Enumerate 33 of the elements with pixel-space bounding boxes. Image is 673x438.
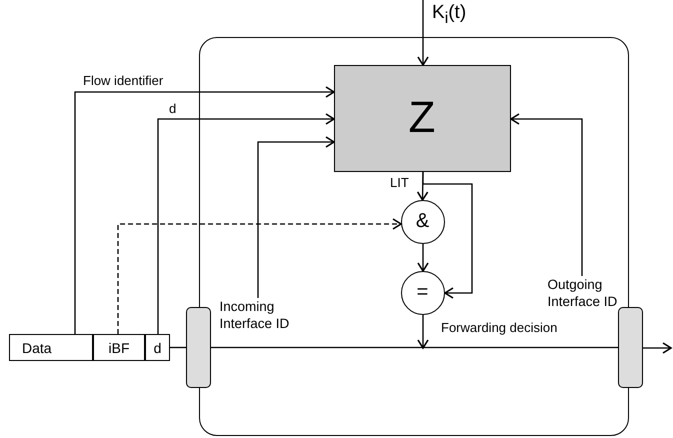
node-text: d [154, 340, 162, 356]
edge-label: Forwarding decision [440, 321, 558, 334]
operator-circle [400, 270, 444, 314]
node-text: Z [408, 93, 436, 143]
edge-label: Flow identifier [82, 74, 164, 87]
function-box [334, 64, 510, 172]
arrow [157, 113, 335, 334]
arrow [257, 136, 335, 298]
connector-line [211, 346, 618, 348]
arrow [510, 113, 583, 276]
packet-field [93, 334, 145, 361]
interface-port [186, 307, 211, 388]
connector-line [170, 346, 186, 348]
packet-field [145, 334, 170, 361]
node-text: & [416, 210, 430, 233]
arrow [417, 315, 429, 349]
node-text: = [416, 281, 428, 304]
node-text: Data [22, 340, 52, 356]
arrow [422, 172, 473, 299]
arrow [417, 244, 429, 272]
interface-port [618, 307, 643, 388]
router-frame [199, 37, 629, 436]
arrow [74, 86, 335, 334]
arrow [117, 218, 402, 334]
arrow [417, 0, 429, 66]
packet-field [9, 334, 93, 361]
arrow [643, 342, 672, 354]
edge-label: d [168, 102, 178, 115]
interface-label: Incoming Interface ID [220, 298, 290, 332]
interface-label: Outgoing Interface ID [548, 276, 618, 310]
node-text: iBF [108, 340, 130, 356]
edge-label: LIT [389, 176, 410, 189]
operator-circle [400, 200, 444, 244]
